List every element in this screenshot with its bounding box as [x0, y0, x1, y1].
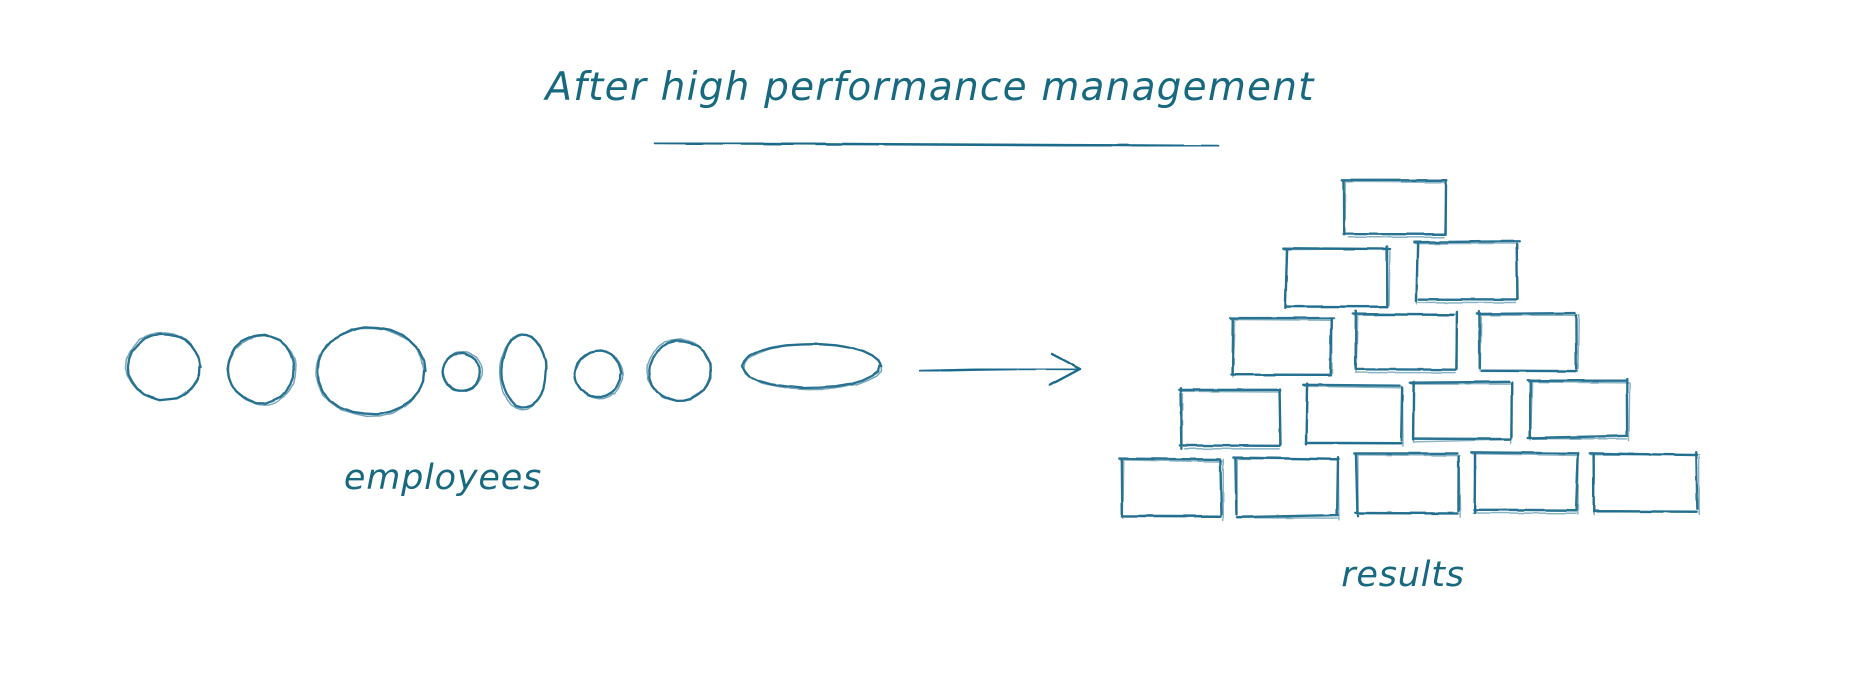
result-box-r5-c3-stroke	[1354, 453, 1461, 518]
page-title: After high performance management	[542, 65, 1315, 110]
result-box-r3-c3-stroke	[1477, 313, 1580, 373]
result-box-r5-c3-stroke	[1353, 452, 1460, 517]
result-box-r4-c2-stroke	[1302, 382, 1404, 446]
result-box-r4-c1-stroke	[1178, 386, 1282, 450]
result-box-r5-c2-stroke	[1232, 455, 1340, 519]
employee-circle-6	[573, 349, 624, 400]
employee-circle-2	[226, 333, 297, 406]
transform-arrow-icon	[918, 352, 1082, 387]
result-box-r4-c3	[1409, 380, 1513, 444]
result-box-r5-c3	[1353, 452, 1461, 518]
result-box-r4-c3-stroke	[1409, 380, 1513, 442]
result-box-r3-c1	[1229, 316, 1335, 378]
result-box-r5-c1	[1118, 457, 1224, 521]
result-box-r5-c5	[1589, 450, 1701, 516]
title-group: After high performance management	[542, 65, 1315, 148]
result-box-r4-c4	[1526, 377, 1631, 442]
result-box-r3-c2-stroke	[1353, 313, 1458, 374]
result-box-r1-c1	[1341, 179, 1448, 239]
employee-ellipse-8	[740, 342, 883, 391]
employee-ellipse-3-stroke	[315, 327, 425, 418]
employee-circle-4-stroke	[441, 351, 484, 392]
result-box-r3-c1-stroke	[1230, 316, 1333, 378]
result-box-r3-c2	[1352, 310, 1459, 374]
result-box-r3-c1-stroke	[1229, 316, 1335, 377]
employee-circle-1-stroke	[124, 331, 201, 401]
result-box-r4-c2	[1302, 382, 1404, 448]
result-box-r5-c1-stroke	[1119, 458, 1224, 521]
result-box-r2-c1	[1282, 245, 1392, 310]
result-box-r4-c2-stroke	[1303, 385, 1404, 448]
title-underline	[653, 141, 1220, 148]
result-box-r2-c1-stroke	[1282, 245, 1392, 310]
result-box-r3-c3	[1476, 310, 1580, 373]
result-box-r5-c4-stroke	[1471, 451, 1580, 516]
result-box-r1-c1-stroke	[1341, 179, 1448, 236]
result-box-r3-c2-stroke	[1352, 310, 1459, 371]
arrow-head	[1048, 352, 1082, 387]
employee-ellipse-5	[499, 332, 548, 411]
employee-circle-7	[646, 338, 713, 403]
result-box-r4-c1	[1178, 386, 1282, 450]
employee-circle-7-stroke	[646, 338, 711, 402]
employee-circle-1	[124, 331, 202, 402]
employee-ellipse-5-stroke	[499, 333, 547, 411]
result-box-r4-c3-stroke	[1410, 381, 1513, 444]
result-box-r2-c2	[1413, 240, 1521, 305]
employees-shapes-group	[124, 325, 883, 418]
employee-circle-6-stroke	[574, 350, 624, 400]
employee-circle-7-stroke	[648, 339, 713, 403]
result-box-r5-c2-stroke	[1233, 457, 1341, 521]
results-pyramid-group	[1118, 179, 1701, 521]
employee-ellipse-8-stroke	[743, 343, 883, 391]
result-box-r1-c1-stroke	[1342, 179, 1448, 239]
result-box-r2-c1-stroke	[1283, 247, 1391, 308]
employee-circle-2-stroke	[227, 334, 297, 406]
employee-ellipse-3-stroke	[316, 325, 427, 416]
result-box-r4-c1-stroke	[1179, 390, 1282, 450]
result-box-r5-c2	[1232, 455, 1341, 521]
employee-ellipse-3	[315, 325, 427, 418]
result-box-r4-c4-stroke	[1527, 379, 1631, 442]
arrow-shaft	[918, 367, 1082, 373]
result-box-r5-c5-stroke	[1590, 453, 1701, 516]
result-box-r2-c2-stroke	[1413, 240, 1521, 303]
result-box-r4-c4-stroke	[1526, 377, 1629, 440]
result-box-r5-c4	[1470, 451, 1580, 516]
results-label: results	[1341, 555, 1465, 595]
employee-circle-4	[440, 351, 484, 392]
result-box-r5-c5-stroke	[1589, 450, 1699, 514]
employees-label: employees	[344, 458, 542, 498]
result-box-r3-c3-stroke	[1476, 310, 1578, 373]
result-box-r2-c2-stroke	[1414, 242, 1518, 305]
result-box-r5-c4-stroke	[1470, 451, 1580, 514]
result-box-r5-c1-stroke	[1118, 457, 1223, 518]
